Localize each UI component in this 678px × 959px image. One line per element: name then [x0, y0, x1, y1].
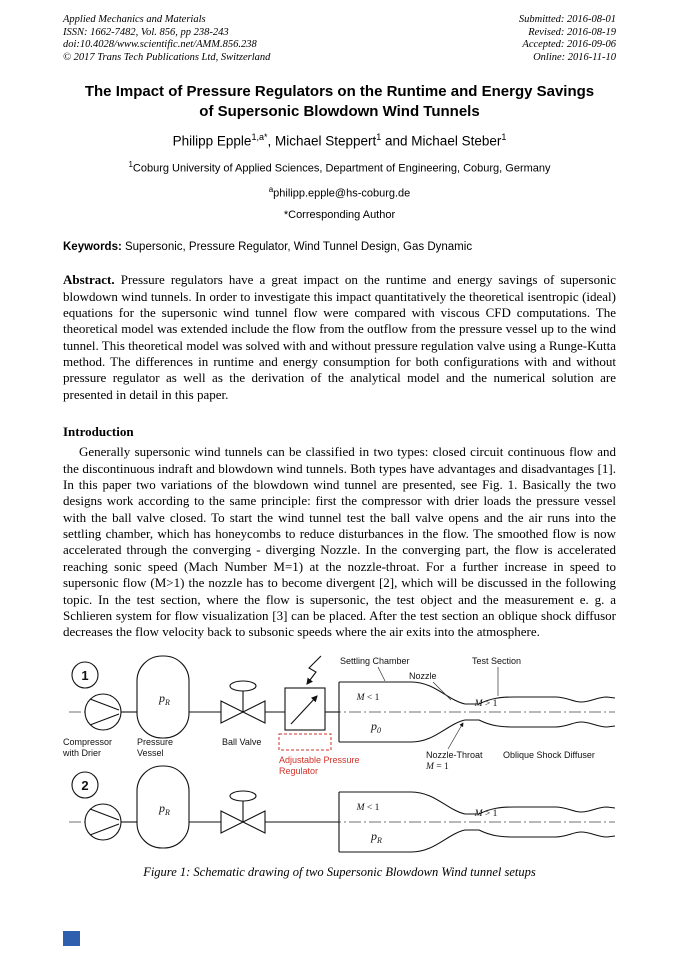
regulator-label-line1: Adjustable Pressure: [279, 755, 360, 765]
nozzle-throat-leader: [447, 722, 464, 749]
affiliation-text: Coburg University of Applied Sciences, D…: [132, 162, 551, 175]
email-line: aphilipp.epple@hs-coburg.de: [63, 185, 616, 200]
nozzle-throat-label: Nozzle-Throat: [426, 750, 483, 760]
regulator-label-line2: Regulator: [279, 766, 318, 776]
introduction-paragraph: Generally supersonic wind tunnels can be…: [63, 444, 616, 640]
compressor-label-line1: Compressor: [63, 737, 112, 747]
mach-supersonic-2: M > 1: [474, 809, 498, 819]
figure-1: 1 pR: [62, 654, 616, 863]
email-superscript: a: [268, 184, 274, 194]
nozzle-throat-mach: M = 1: [425, 762, 449, 772]
introduction-heading: Introduction: [63, 424, 134, 440]
setup-1: 1 pR: [69, 655, 616, 776]
nozzle-label: Nozzle: [409, 671, 437, 681]
footer-marker: [63, 931, 80, 946]
stagnation-pressure-symbol: p0: [370, 719, 381, 735]
badge-circle: [71, 661, 99, 689]
author-2: , Michael Steppert: [267, 133, 377, 149]
test-section-label: Test Section: [472, 656, 521, 666]
journal-name: Applied Mechanics and Materials: [63, 14, 206, 25]
journal-info: Applied Mechanics and Materials ISSN: 16…: [63, 14, 270, 64]
settling-chamber-leader: [377, 666, 386, 681]
compressor-icon: [84, 803, 122, 841]
paper-title: The Impact of Pressure Regulators on the…: [63, 82, 616, 121]
setup-1-badge: 1: [71, 661, 99, 689]
author-3: and Michael Steber: [381, 133, 502, 149]
setup-2: 2 pR: [69, 765, 616, 853]
keywords-text: Supersonic, Pressure Regulator, Wind Tun…: [121, 241, 473, 254]
settling-chamber-label: Settling Chamber: [340, 656, 410, 666]
setup-2-badge: 2: [71, 771, 99, 799]
pressure-regulator-icon: [284, 655, 326, 731]
mach-subsonic-1: M < 1: [356, 693, 380, 703]
pressure-vessel: pR: [136, 655, 190, 739]
authors-line: Philipp Epple1,a*, Michael Steppert1 and…: [63, 132, 616, 149]
ball-valve-label: Ball Valve: [222, 737, 261, 747]
adjustment-arrow: [306, 655, 322, 685]
author-3-superscript: 1: [501, 132, 507, 143]
abstract-paragraph: Abstract. Pressure regulators have a gre…: [63, 272, 616, 403]
author-2-superscript: 1: [376, 132, 382, 143]
regulator-highlight-box: [278, 733, 332, 751]
ball-valve-icon: [220, 790, 266, 834]
abstract-text: Pressure regulators have a great impact …: [63, 272, 616, 402]
vessel-label-line1: Pressure: [137, 737, 173, 747]
submission-dates: Submitted: 2016-08-01 Revised: 2016-08-1…: [519, 14, 616, 64]
email-address: philipp.epple@hs-coburg.de: [273, 187, 411, 200]
compressor-label-line2: with Drier: [63, 748, 101, 758]
corresponding-author-note: *Corresponding Author: [283, 209, 396, 222]
date-online: Online: 2016-11-10: [533, 51, 616, 63]
journal-issn: ISSN: 1662-7482, Vol. 856, pp 238-243: [63, 26, 229, 38]
vessel-pressure-symbol: pR: [158, 691, 170, 707]
setup-2-number: 2: [81, 778, 88, 793]
affiliation-line: 1Coburg University of Applied Sciences, …: [63, 160, 616, 175]
oblique-shock-diffuser-label: Oblique Shock Diffuser: [503, 750, 595, 760]
setup-1-number: 1: [81, 668, 88, 683]
ball-valve-icon: [220, 680, 266, 724]
wind-tunnel-schematic: 1 pR: [62, 655, 616, 853]
paper-title-line1: The Impact of Pressure Regulators on the…: [84, 83, 595, 101]
keywords-label: Keywords:: [63, 241, 122, 254]
date-submitted: Submitted: 2016-08-01: [518, 14, 616, 25]
vessel-pressure-symbol: pR: [158, 801, 170, 817]
journal-doi: doi:10.4028/www.scientific.net/AMM.856.2…: [63, 39, 257, 51]
keywords-line: Keywords: Supersonic, Pressure Regulator…: [63, 240, 616, 255]
footer-marker-square: [63, 931, 80, 946]
journal-header: Applied Mechanics and Materials ISSN: 16…: [63, 14, 616, 64]
paper-title-line2: of Supersonic Blowdown Wind Tunnels: [199, 102, 480, 120]
nozzle-leader: [432, 681, 452, 700]
date-accepted: Accepted: 2016-09-06: [522, 39, 616, 51]
author-1: Philipp Epple: [172, 133, 252, 149]
mach-supersonic-1: M > 1: [474, 699, 498, 709]
mach-subsonic-2: M < 1: [356, 803, 380, 813]
journal-copyright: © 2017 Trans Tech Publications Ltd, Swit…: [63, 51, 271, 63]
abstract-label: Abstract.: [63, 272, 115, 288]
affiliation-superscript: 1: [128, 159, 133, 169]
author-1-superscript: 1,a*: [251, 132, 268, 143]
vessel-label-line2: Vessel: [137, 748, 164, 758]
badge-circle: [71, 771, 99, 799]
figure-caption: Figure 1: Schematic drawing of two Super…: [143, 864, 536, 879]
pressure-vessel: pR: [136, 765, 190, 849]
date-revised: Revised: 2016-08-19: [528, 26, 616, 38]
tunnel-pressure-symbol: pR: [370, 829, 382, 845]
compressor-icon: [84, 693, 122, 731]
